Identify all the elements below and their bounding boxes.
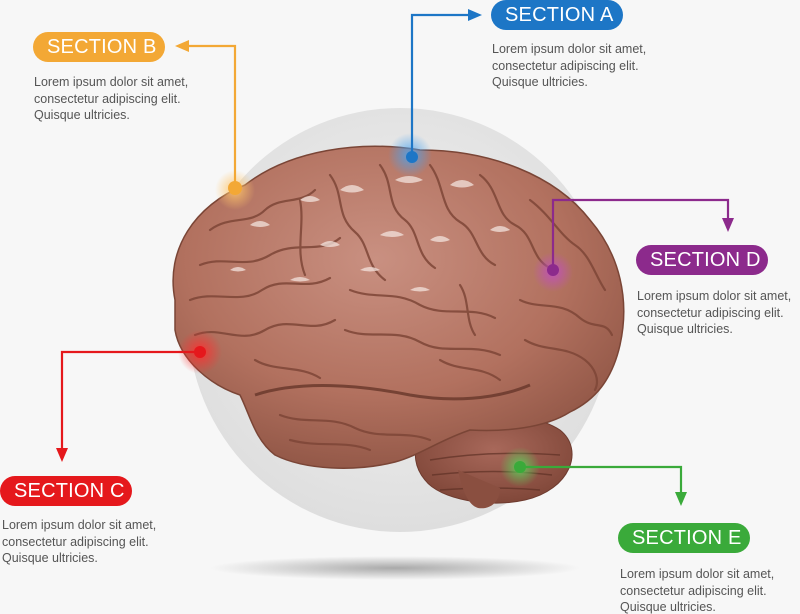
marker-c-glow	[178, 330, 222, 374]
section-e-text: Lorem ipsum dolor sit amet, consectetur …	[620, 567, 775, 614]
section-c-label: SECTION C	[0, 476, 132, 506]
section-d-label: SECTION D	[636, 245, 768, 275]
section-b-label: SECTION B	[33, 32, 165, 62]
section-d-text: Lorem ipsum dolor sit amet, consectetur …	[637, 289, 792, 336]
brain-stem	[458, 470, 500, 509]
marker-e-glow	[500, 447, 540, 487]
section-e-label: SECTION E	[618, 523, 750, 553]
brain-icon	[172, 145, 625, 509]
marker-a-glow	[388, 133, 432, 177]
floor-shadow	[210, 556, 580, 580]
section-c-text: Lorem ipsum dolor sit amet, consectetur …	[2, 518, 157, 565]
section-b-text: Lorem ipsum dolor sit amet, consectetur …	[34, 75, 189, 122]
marker-d-glow	[533, 252, 573, 292]
marker-b-glow	[215, 170, 255, 210]
section-a-text: Lorem ipsum dolor sit amet, consectetur …	[492, 42, 647, 89]
section-a-label: SECTION A	[491, 0, 623, 30]
